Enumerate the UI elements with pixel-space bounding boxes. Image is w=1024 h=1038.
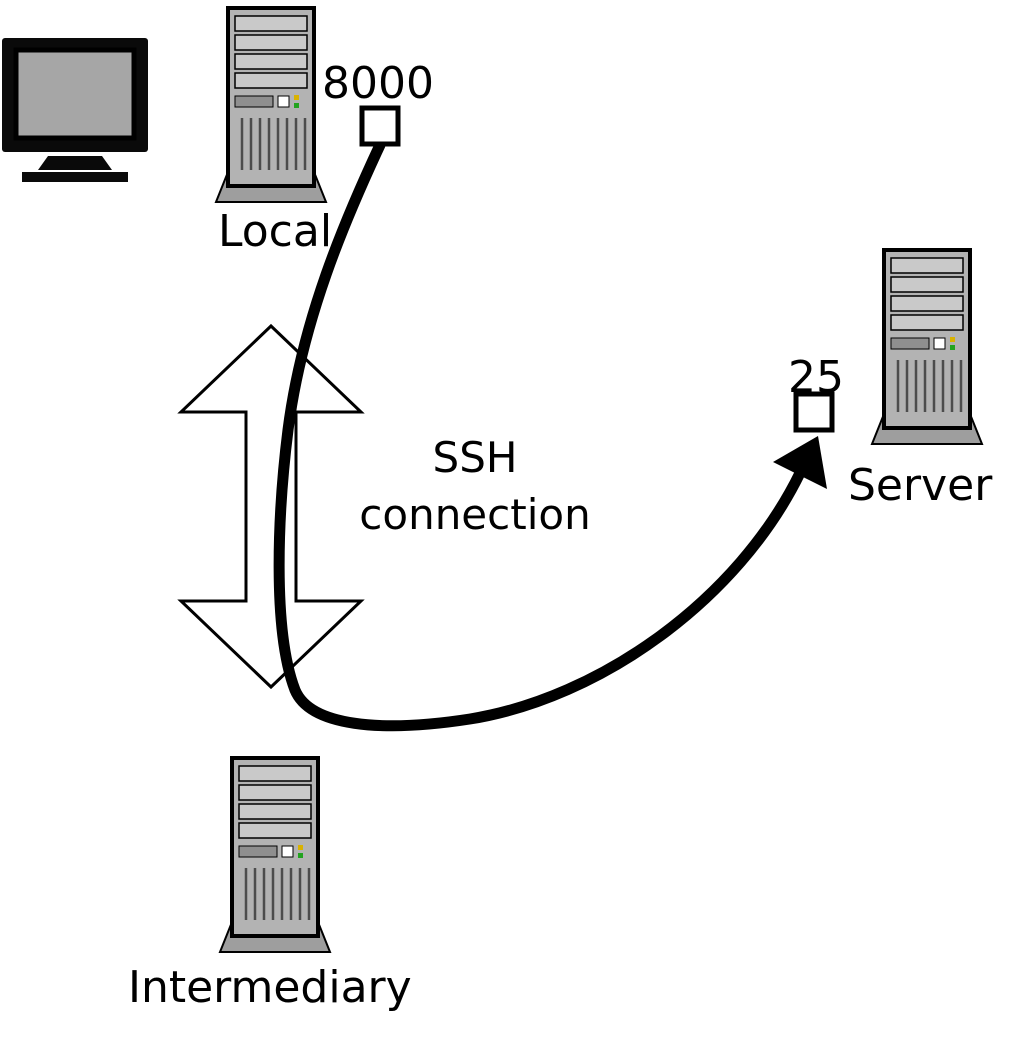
local-port-box (359, 105, 401, 147)
ssh-connection-label-line1: SSH (432, 433, 518, 482)
ssh-connection-arrow (177, 323, 365, 690)
server-tower-icon (870, 248, 984, 446)
server-port-label: 25 (788, 352, 844, 403)
local-label: Local (218, 206, 333, 257)
monitor-icon (2, 38, 148, 182)
intermediary-tower-icon (218, 756, 332, 954)
ssh-connection-label-line2: connection (359, 489, 591, 539)
tunnel-arrowhead-icon (773, 436, 827, 489)
intermediary-label: Intermediary (128, 962, 412, 1013)
tunnel-cable-line (273, 139, 806, 732)
server-label: Server (848, 460, 993, 511)
local-port-label: 8000 (322, 58, 434, 109)
ssh-connection-label: SSH connection (340, 430, 610, 543)
local-tower-icon (214, 6, 328, 204)
server-port-box (793, 391, 835, 433)
